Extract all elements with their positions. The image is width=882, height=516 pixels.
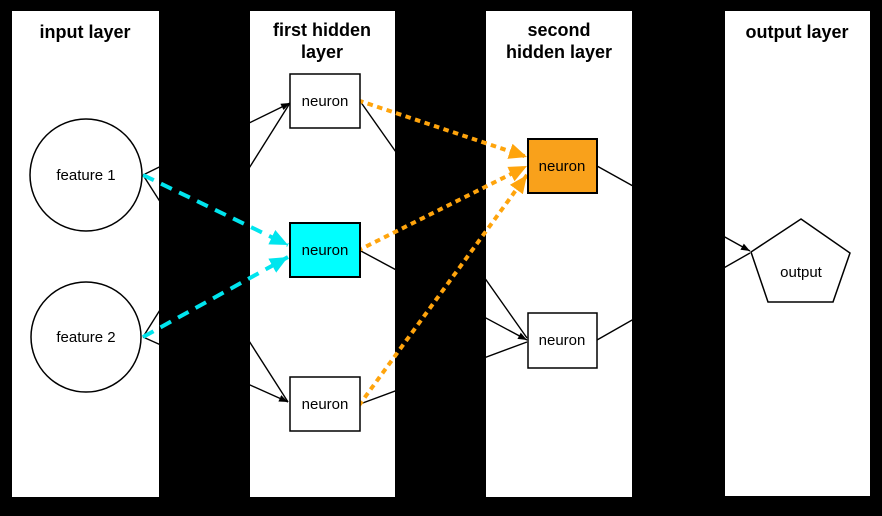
edge-feature1-neuron2-highlight <box>142 173 289 247</box>
edge-neuron4-output <box>596 165 751 252</box>
title-first-hidden-line2: layer <box>301 42 343 62</box>
edge-neuron2-neuron5 <box>358 249 528 341</box>
edge-neuron3-neuron4-highlight <box>357 172 530 407</box>
edge-feature2-neuron2-highlight <box>142 255 289 339</box>
panel-second-hidden-layer <box>486 11 632 497</box>
node-hidden1-neuron2-cyan <box>289 222 361 278</box>
node-output-pentagon <box>750 218 851 303</box>
node-feature-1 <box>29 118 143 232</box>
title-second-hidden-line2: hidden layer <box>506 42 612 62</box>
node-hidden2-neuron1-orange <box>527 138 598 194</box>
title-input-layer: input layer <box>39 22 130 42</box>
node-hidden1-neuron1 <box>289 73 361 129</box>
label-hidden1-neuron1: neuron <box>302 93 349 110</box>
edge-neuron5-output <box>596 252 751 341</box>
title-first-hidden-line1: first hidden <box>273 20 371 40</box>
edge-neuron3-neuron5 <box>359 341 528 405</box>
edge-feature1-neuron1 <box>142 102 291 176</box>
label-feature-2: feature 2 <box>56 329 115 346</box>
label-feature-1: feature 1 <box>56 167 115 184</box>
label-output: output <box>780 264 823 281</box>
edge-neuron1-neuron4-highlight <box>357 98 530 160</box>
panel-input-layer <box>12 11 159 497</box>
label-hidden2-neuron1: neuron <box>539 158 586 175</box>
label-hidden1-neuron3: neuron <box>302 396 349 413</box>
edge-neuron1-neuron5 <box>359 100 528 339</box>
edge-feature2-neuron1 <box>142 102 291 338</box>
title-second-hidden-line1: second <box>527 20 590 40</box>
node-hidden1-neuron3 <box>289 376 361 432</box>
title-output-layer: output layer <box>745 22 848 42</box>
label-hidden1-neuron2: neuron <box>302 242 349 259</box>
node-feature-2 <box>30 281 142 393</box>
node-hidden2-neuron2 <box>527 312 598 369</box>
edge-feature2-neuron3 <box>142 336 289 403</box>
label-hidden2-neuron2: neuron <box>539 332 586 349</box>
edge-feature1-neuron3 <box>142 174 289 403</box>
edge-neuron2-neuron4-highlight <box>356 163 530 253</box>
